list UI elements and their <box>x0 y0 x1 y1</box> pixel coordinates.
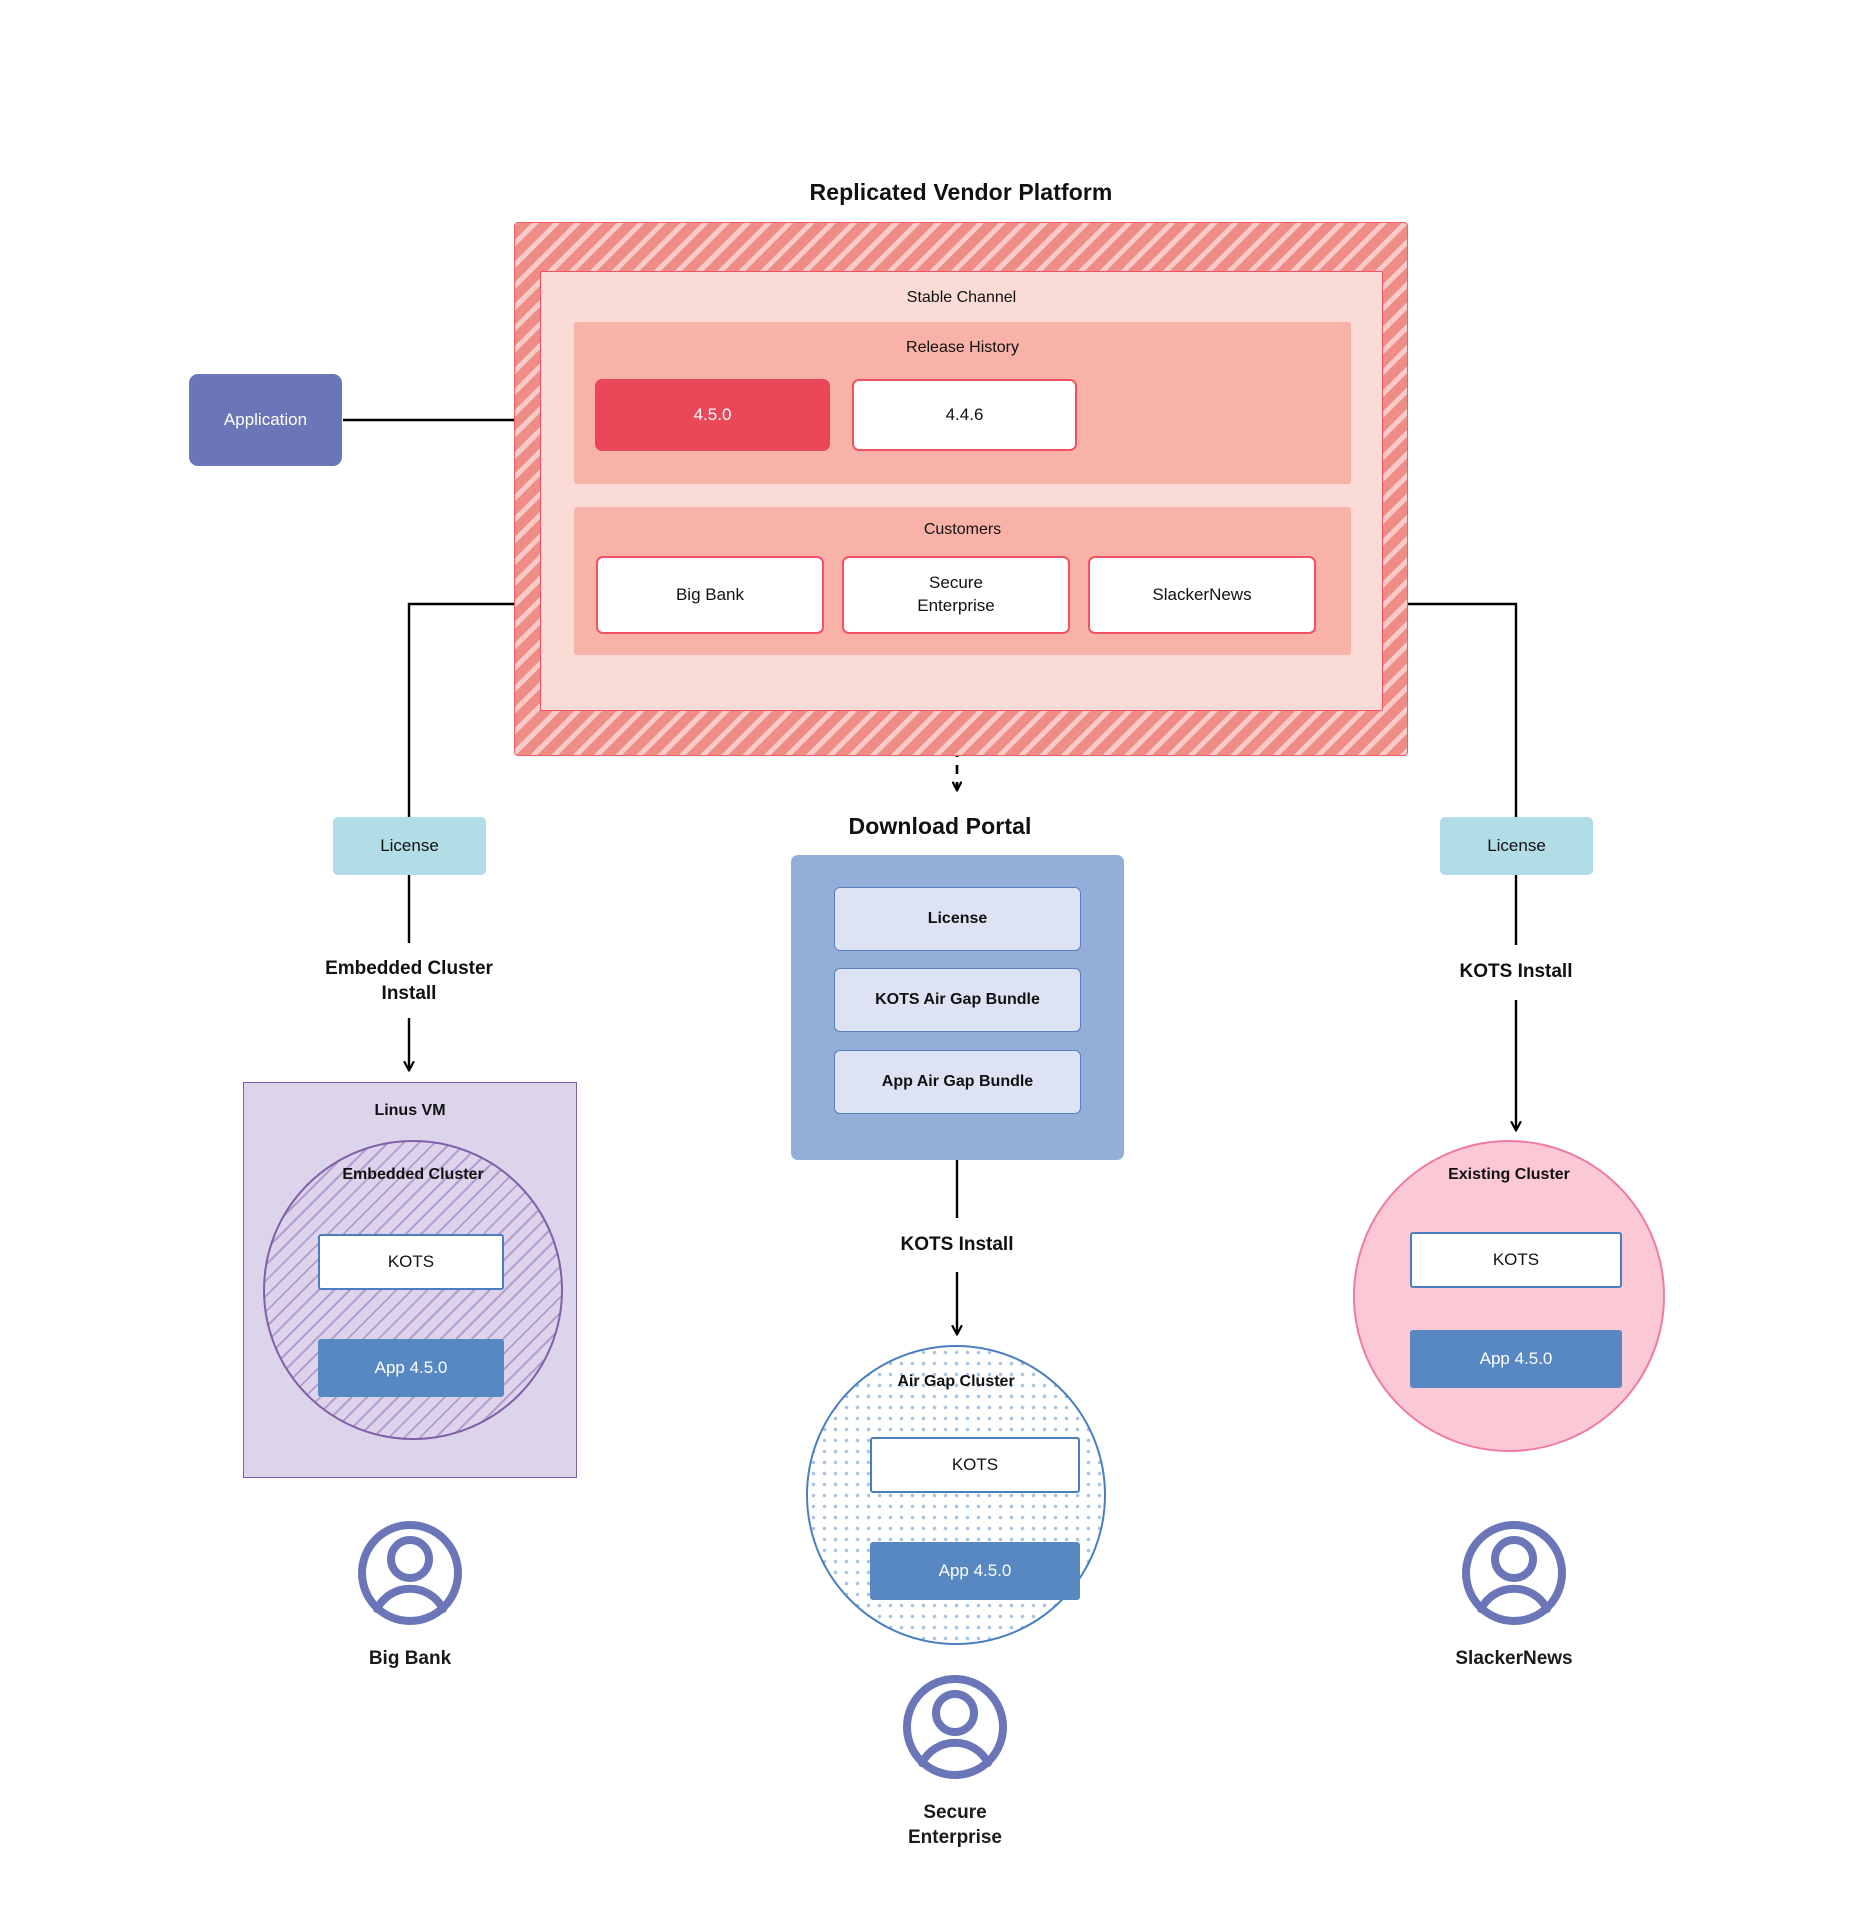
portal-item-app-air-gap-bundle[interactable]: App Air Gap Bundle <box>834 1050 1081 1114</box>
edge-label-kots-install-right: KOTS Install <box>1459 960 1573 982</box>
edge-label-kots-install-center: KOTS Install <box>900 1233 1014 1255</box>
application-box[interactable]: Application <box>189 374 342 466</box>
existing-cluster-container: Existing Cluster <box>1353 1140 1665 1452</box>
customer-name-right: SlackerNews <box>1455 1648 1573 1669</box>
app-chip-center[interactable]: App 4.5.0 <box>870 1542 1080 1600</box>
user-avatar-icon <box>903 1675 1007 1779</box>
customer-chip-slackernews[interactable]: SlackerNews <box>1088 556 1316 634</box>
customer-chip-big-bank[interactable]: Big Bank <box>596 556 824 634</box>
embedded-cluster-container: Embedded Cluster <box>263 1140 563 1440</box>
kots-chip-right[interactable]: KOTS <box>1410 1232 1622 1288</box>
license-chip-right[interactable]: License <box>1440 817 1593 875</box>
customer-avatar-left: Big Bank <box>315 1518 505 1672</box>
user-avatar-icon <box>1462 1521 1566 1625</box>
download-portal-title: Download Portal <box>848 813 1032 839</box>
linux-vm-container: Linus VM Embedded Cluster <box>243 1082 577 1478</box>
customer-avatar-right: SlackerNews <box>1419 1518 1609 1672</box>
user-avatar-icon <box>358 1521 462 1625</box>
app-chip-right[interactable]: App 4.5.0 <box>1410 1330 1622 1388</box>
release-history-container: Release History 4.5.0 4.4.6 <box>574 322 1351 484</box>
download-portal-container: License KOTS Air Gap Bundle App Air Gap … <box>791 855 1124 1160</box>
release-chip-current[interactable]: 4.5.0 <box>595 379 830 451</box>
kots-chip-left[interactable]: KOTS <box>318 1234 504 1290</box>
kots-chip-center[interactable]: KOTS <box>870 1437 1080 1493</box>
customers-label: Customers <box>923 521 1002 538</box>
embedded-cluster-label: Embedded Cluster <box>342 1166 484 1183</box>
existing-cluster-label: Existing Cluster <box>1448 1166 1570 1183</box>
vendor-platform-container: Stable Channel Release History 4.5.0 4.4… <box>514 222 1408 756</box>
page-title: Replicated Vendor Platform <box>809 179 1113 206</box>
portal-item-license[interactable]: License <box>834 887 1081 951</box>
release-chip-previous[interactable]: 4.4.6 <box>852 379 1077 451</box>
air-gap-cluster-label: Air Gap Cluster <box>897 1373 1015 1390</box>
release-history-label: Release History <box>906 339 1019 356</box>
linux-vm-label: Linus VM <box>374 1102 446 1119</box>
license-chip-left[interactable]: License <box>333 817 486 875</box>
portal-item-kots-air-gap-bundle[interactable]: KOTS Air Gap Bundle <box>834 968 1081 1032</box>
app-chip-left[interactable]: App 4.5.0 <box>318 1339 504 1397</box>
stable-channel-container: Stable Channel Release History 4.5.0 4.4… <box>540 271 1383 711</box>
customer-name-left: Big Bank <box>368 1648 452 1669</box>
air-gap-cluster-container: Air Gap Cluster <box>806 1345 1106 1645</box>
stable-channel-label: Stable Channel <box>906 289 1017 306</box>
